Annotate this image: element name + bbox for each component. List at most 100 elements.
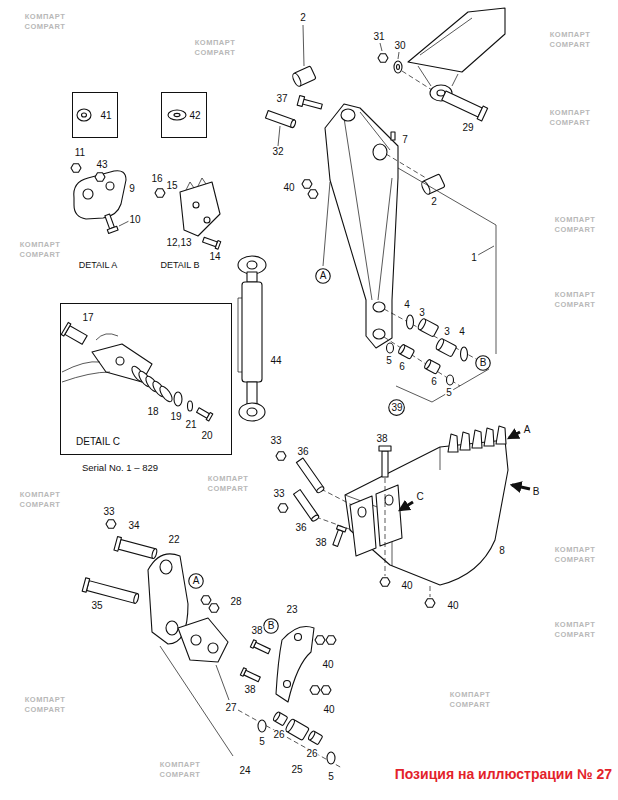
bushing-set xyxy=(285,718,296,733)
washer xyxy=(174,392,182,406)
pin xyxy=(61,322,88,346)
watermark: КОМПАРТ xyxy=(449,691,491,699)
bushing-set xyxy=(272,711,287,726)
callout-number: 25 xyxy=(290,765,303,775)
nut xyxy=(425,599,435,608)
bushing-set xyxy=(307,730,315,741)
circle-outline xyxy=(316,269,331,284)
callout-number: 20 xyxy=(200,431,213,441)
bolt xyxy=(331,525,346,547)
part-box: 42 xyxy=(161,92,207,138)
nut xyxy=(95,173,105,182)
pin xyxy=(151,548,157,559)
detail-caption: Serial No. 1 – 829 xyxy=(81,463,159,473)
bucket xyxy=(385,495,393,505)
view-arrow xyxy=(400,432,530,510)
watermark: COMPART xyxy=(19,251,62,259)
bolt xyxy=(202,236,221,249)
bucket xyxy=(496,426,506,444)
detail-title: DETAIL C xyxy=(76,437,120,447)
callout-number: 9 xyxy=(128,184,136,194)
nut xyxy=(155,189,165,198)
watermark: COMPART xyxy=(554,301,597,309)
pin xyxy=(296,458,323,492)
bucket xyxy=(358,507,366,517)
callout-number: 37 xyxy=(275,94,288,104)
watermark: КОМПАРТ xyxy=(554,621,596,629)
callout-number: 18 xyxy=(146,407,159,417)
watermark: КОМПАРТ xyxy=(19,491,61,499)
bushing xyxy=(291,72,302,87)
bolt xyxy=(379,446,391,451)
plate xyxy=(180,178,220,236)
callout-number: 40 xyxy=(282,183,295,193)
axis-line xyxy=(316,478,430,597)
reference-letter: A xyxy=(193,576,200,586)
washer xyxy=(397,65,400,70)
watermark: КОМПАРТ xyxy=(19,241,61,249)
callout-number: 36 xyxy=(294,523,307,533)
watermark: КОМПАРТ xyxy=(554,291,596,299)
callout-number: 19 xyxy=(169,412,182,422)
pin xyxy=(61,322,71,336)
part-box: 41 xyxy=(72,92,118,138)
bolt xyxy=(103,213,119,233)
bolt xyxy=(215,241,221,250)
spring xyxy=(130,364,175,403)
plate xyxy=(186,178,206,190)
callout-number: 14 xyxy=(208,252,221,262)
callout-number: 38 xyxy=(314,538,327,548)
bushing-set xyxy=(272,711,280,722)
callout-number: 33 xyxy=(272,489,285,499)
bushing-set xyxy=(447,375,454,385)
callout-number: 22 xyxy=(167,535,180,545)
callout-number: 1 xyxy=(470,253,478,263)
bucket xyxy=(345,440,508,585)
bucket xyxy=(350,496,376,556)
hydraulic-cylinder xyxy=(238,256,266,421)
callout-number: 41 xyxy=(100,111,111,121)
watermark: COMPART xyxy=(554,556,597,564)
link-body xyxy=(191,635,201,645)
callout-number: 12,13 xyxy=(165,238,192,248)
bracket xyxy=(106,182,114,190)
pin xyxy=(265,110,296,128)
callout-number: 27 xyxy=(224,703,237,713)
link-body xyxy=(178,618,228,662)
callout-number: 4 xyxy=(403,300,411,310)
callout-number: 2 xyxy=(430,197,438,207)
bushing-set xyxy=(258,720,266,732)
reference-circle: A xyxy=(315,268,331,284)
callout-number: 5 xyxy=(327,772,335,782)
watermark: COMPART xyxy=(24,23,67,31)
axis-line xyxy=(402,71,432,90)
bolt xyxy=(240,668,261,683)
plate xyxy=(204,217,210,223)
watermark: COMPART xyxy=(549,41,592,49)
callout-number: 38 xyxy=(375,434,388,444)
boom-arm xyxy=(373,329,385,339)
bushing-set xyxy=(424,359,441,374)
bushing-set xyxy=(417,318,427,331)
view-arrow xyxy=(512,485,530,489)
bucket xyxy=(460,432,470,450)
circle-outline xyxy=(389,400,405,416)
bolt xyxy=(337,525,347,532)
bracket xyxy=(295,634,302,641)
watermark: КОМПАРТ xyxy=(549,31,591,39)
pin xyxy=(265,110,294,127)
nut xyxy=(326,636,336,645)
callout-number: 8 xyxy=(498,546,506,556)
hinge-plate xyxy=(116,357,124,365)
hydraulic-cylinder xyxy=(239,403,265,421)
hydraulic-cylinder xyxy=(238,298,242,372)
callout-number: 21 xyxy=(184,420,197,430)
callout-number: 33 xyxy=(102,507,115,517)
plate xyxy=(180,182,220,236)
link-plate xyxy=(160,560,172,574)
reference-letter: B xyxy=(480,358,487,368)
pin xyxy=(133,593,139,604)
callout-number: 26 xyxy=(305,749,318,759)
callout-number: 39 xyxy=(391,403,402,413)
